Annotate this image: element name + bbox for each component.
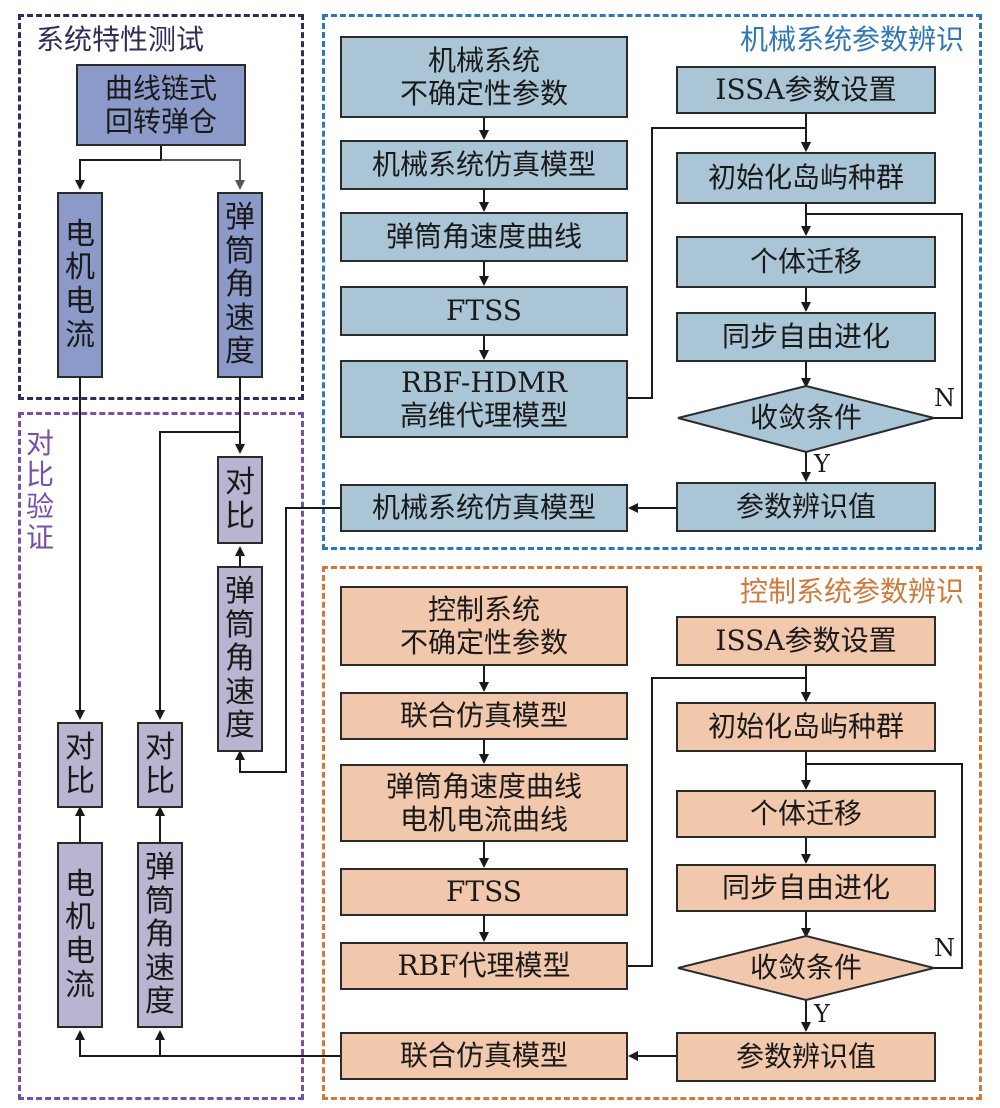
mech-issa-box: ISSA参数设置 xyxy=(676,66,936,114)
region-ctrl-identification-title: 控制系统参数辨识 xyxy=(739,575,964,608)
edge-ctrlsim-bottom xyxy=(75,1030,340,1057)
verify-sim-speed2-text: 弹筒角速度 xyxy=(145,850,175,1020)
test-source-box: 曲线链式 回转弹仓 xyxy=(76,64,246,146)
mech-yes-label: Y xyxy=(814,450,830,478)
verify-sim-current: 电机电流 xyxy=(57,842,103,1028)
test-speed-text: 弹筒角速度 xyxy=(225,200,255,370)
region-system-test-title: 系统特性测试 xyxy=(36,23,205,56)
ctrl-uncertain-box: 控制系统 不确定性参数 xyxy=(340,586,628,666)
test-speed-box: 弹筒角速度 xyxy=(217,192,263,378)
ctrl-no-label: N xyxy=(934,934,955,962)
mech-no-label: N xyxy=(934,384,955,412)
verify-compare-left: 对比 xyxy=(57,722,103,808)
verify-compare-left-text: 对比 xyxy=(65,730,95,799)
ctrl-surrogate-box: RBF代理模型 xyxy=(340,942,628,990)
region-mech-identification-title: 机械系统参数辨识 xyxy=(739,23,964,56)
mech-evolve-box: 同步自由进化 xyxy=(676,312,936,362)
edge-mechsim-simspeed xyxy=(235,507,340,773)
ctrl-migrate-box: 个体迁移 xyxy=(676,790,936,838)
test-current-box: 电机电流 xyxy=(57,192,103,378)
ctrl-yes-label: Y xyxy=(814,1000,830,1028)
test-current-text: 电机电流 xyxy=(65,216,95,353)
verify-sim-speed: 弹筒角速度 xyxy=(217,566,263,752)
ctrl-ftss-box: FTSS xyxy=(340,868,628,916)
mech-uncertain-box: 机械系统 不确定性参数 xyxy=(340,36,628,118)
ctrl-converge-label: 收敛条件 xyxy=(749,951,862,985)
verify-sim-speed2: 弹筒角速度 xyxy=(137,842,183,1028)
ctrl-curves-box: 弹筒角速度曲线 电机电流曲线 xyxy=(340,764,628,842)
mech-ftss-box: FTSS xyxy=(340,286,628,336)
edge-compare-mid-feed xyxy=(155,431,240,720)
ctrl-result-box: 参数辨识值 xyxy=(676,1032,936,1082)
verify-compare-top-text: 对比 xyxy=(225,465,255,534)
region-mech-identification xyxy=(322,14,982,550)
mech-migrate-box: 个体迁移 xyxy=(676,236,936,288)
verify-compare-top: 对比 xyxy=(217,456,263,544)
ctrl-evolve-box: 同步自由进化 xyxy=(676,864,936,912)
edge-source-speed xyxy=(161,159,245,190)
verify-compare-mid-text: 对比 xyxy=(145,730,175,799)
region-system-test xyxy=(18,14,304,400)
verify-sim-current-text: 电机电流 xyxy=(65,866,95,1003)
mech-sim-model-box: 机械系统仿真模型 xyxy=(340,140,628,190)
ctrl-issa-box: ISSA参数设置 xyxy=(676,616,936,666)
verify-sim-speed-text: 弹筒角速度 xyxy=(225,574,255,744)
ctrl-converge-diamond xyxy=(677,934,935,1002)
region-compare-verify xyxy=(18,412,304,1100)
mech-surrogate-box: RBF-HDMR 高维代理模型 xyxy=(340,360,628,438)
mech-curve-box: 弹筒角速度曲线 xyxy=(340,212,628,262)
mech-converge-diamond xyxy=(677,384,935,454)
mech-result-box: 参数辨识值 xyxy=(676,482,936,532)
mech-converge-label: 收敛条件 xyxy=(749,401,862,435)
mech-sim-model-out-box: 机械系统仿真模型 xyxy=(340,484,628,532)
ctrl-init-box: 初始化岛屿种群 xyxy=(676,702,936,752)
region-ctrl-identification xyxy=(322,566,982,1100)
region-compare-verify-title-text: 对比验证 xyxy=(26,427,55,555)
verify-compare-mid: 对比 xyxy=(137,722,183,808)
edge-source-split xyxy=(75,146,162,190)
ctrl-sim-model-out-box: 联合仿真模型 xyxy=(340,1032,628,1080)
mech-init-box: 初始化岛屿种群 xyxy=(676,152,936,204)
ctrl-sim-model-box: 联合仿真模型 xyxy=(340,692,628,740)
region-compare-verify-title: 对比验证 xyxy=(26,428,58,553)
